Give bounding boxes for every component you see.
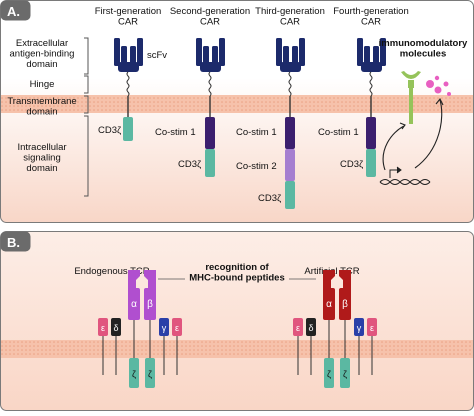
costim1-label-3: Co-stim 1 <box>236 127 277 138</box>
delta-chain <box>306 318 316 336</box>
receptor-icon <box>401 71 421 124</box>
beta-chain-body <box>339 288 351 320</box>
hinge-linker <box>288 71 292 97</box>
beta-chain-body <box>144 288 156 320</box>
panel-a-label: A. <box>7 4 20 19</box>
cd3z-domain <box>366 149 376 177</box>
zeta-chain <box>129 358 139 388</box>
alpha-chain-body <box>323 288 335 320</box>
beta-label: β <box>147 299 153 310</box>
cd3z-label-4: CD3ζ <box>340 159 364 170</box>
alpha-label: α <box>131 299 137 310</box>
epsilon-chain <box>98 318 108 336</box>
scfv-domain <box>276 38 305 72</box>
domain-label-hinge: Hinge <box>30 79 55 90</box>
panel-b-label-tab <box>0 231 31 252</box>
car-first-generation: scFv CD3ζ <box>98 38 167 141</box>
delta-label: δ <box>308 323 313 333</box>
cd3z-domain <box>123 117 133 141</box>
epsilon-label-2: ε <box>370 323 374 333</box>
car-second-generation: Co-stim 1 CD3ζ <box>155 38 225 177</box>
delta-label: δ <box>113 323 118 333</box>
epsilon-label-2: ε <box>175 323 179 333</box>
cd3z-label-1: CD3ζ <box>98 125 122 136</box>
epsilon-chain-2 <box>172 318 182 336</box>
scfv-domain <box>357 38 386 72</box>
scfv-label: scFv <box>147 50 167 61</box>
scfv-domain <box>196 38 225 72</box>
panel-b-label: B. <box>7 235 20 250</box>
hinge-linker <box>208 71 212 97</box>
epsilon-chain <box>293 318 303 336</box>
expression-arrows <box>382 97 444 171</box>
hinge-linker <box>369 71 373 97</box>
car-third-generation: Co-stim 1 Co-stim 2 CD3ζ <box>236 38 305 209</box>
gamma-label: γ <box>357 323 362 333</box>
panel-b: B. Endogenous TCR Artificial TCR recogni… <box>0 231 474 411</box>
membrane-a-dots <box>1 96 473 112</box>
zeta-label: ζ <box>132 369 136 379</box>
zeta-label-2: ζ <box>148 369 152 379</box>
domain-brackets <box>84 37 89 197</box>
gamma-chain <box>354 318 364 336</box>
epsilon-chain-2 <box>367 318 377 336</box>
cd3z-domain <box>205 149 215 177</box>
car-fourth-generation: Co-stim 1 CD3ζ <box>318 38 386 177</box>
artificial-tcr: α β ε δ γ ε ζ ζ <box>293 270 377 388</box>
hinge-linker <box>126 71 130 97</box>
alpha-label: α <box>326 299 332 310</box>
zeta-chain <box>324 358 334 388</box>
costim1-label-4: Co-stim 1 <box>318 127 359 138</box>
epsilon-label: ε <box>296 323 300 333</box>
panel-b-frame <box>0 231 474 411</box>
costim2-domain <box>285 149 295 181</box>
costim1-domain <box>205 117 215 149</box>
costim1-domain <box>285 117 295 149</box>
zeta-label-2: ζ <box>343 369 347 379</box>
zeta-chain-2 <box>145 358 155 388</box>
costim1-domain <box>366 117 376 149</box>
delta-chain <box>111 318 121 336</box>
membrane-b-dots <box>1 341 473 357</box>
endogenous-tcr: α β ε δ γ ε ζ ζ <box>98 270 182 388</box>
zeta-label: ζ <box>327 369 331 379</box>
costim1-label-2: Co-stim 1 <box>155 127 196 138</box>
transmembrane-stalks <box>102 320 178 375</box>
dna-gene-icon <box>379 166 431 185</box>
transmembrane-stalks <box>297 320 373 375</box>
zeta-chain-2 <box>340 358 350 388</box>
cd3z-label-2: CD3ζ <box>178 159 202 170</box>
costim2-label-3: Co-stim 2 <box>236 161 277 172</box>
beta-label: β <box>342 299 348 310</box>
endogenous-tcr-label: Endogenous TCR <box>74 266 149 277</box>
gamma-label: γ <box>162 323 167 333</box>
molecule-dots-icon <box>426 75 451 96</box>
cd3z-domain <box>285 181 295 209</box>
scfv-domain <box>114 38 143 72</box>
gamma-chain <box>159 318 169 336</box>
epsilon-label: ε <box>101 323 105 333</box>
alpha-chain-body <box>128 288 140 320</box>
cd3z-label-3: CD3ζ <box>258 193 282 204</box>
panel-a-label-tab <box>0 0 31 21</box>
